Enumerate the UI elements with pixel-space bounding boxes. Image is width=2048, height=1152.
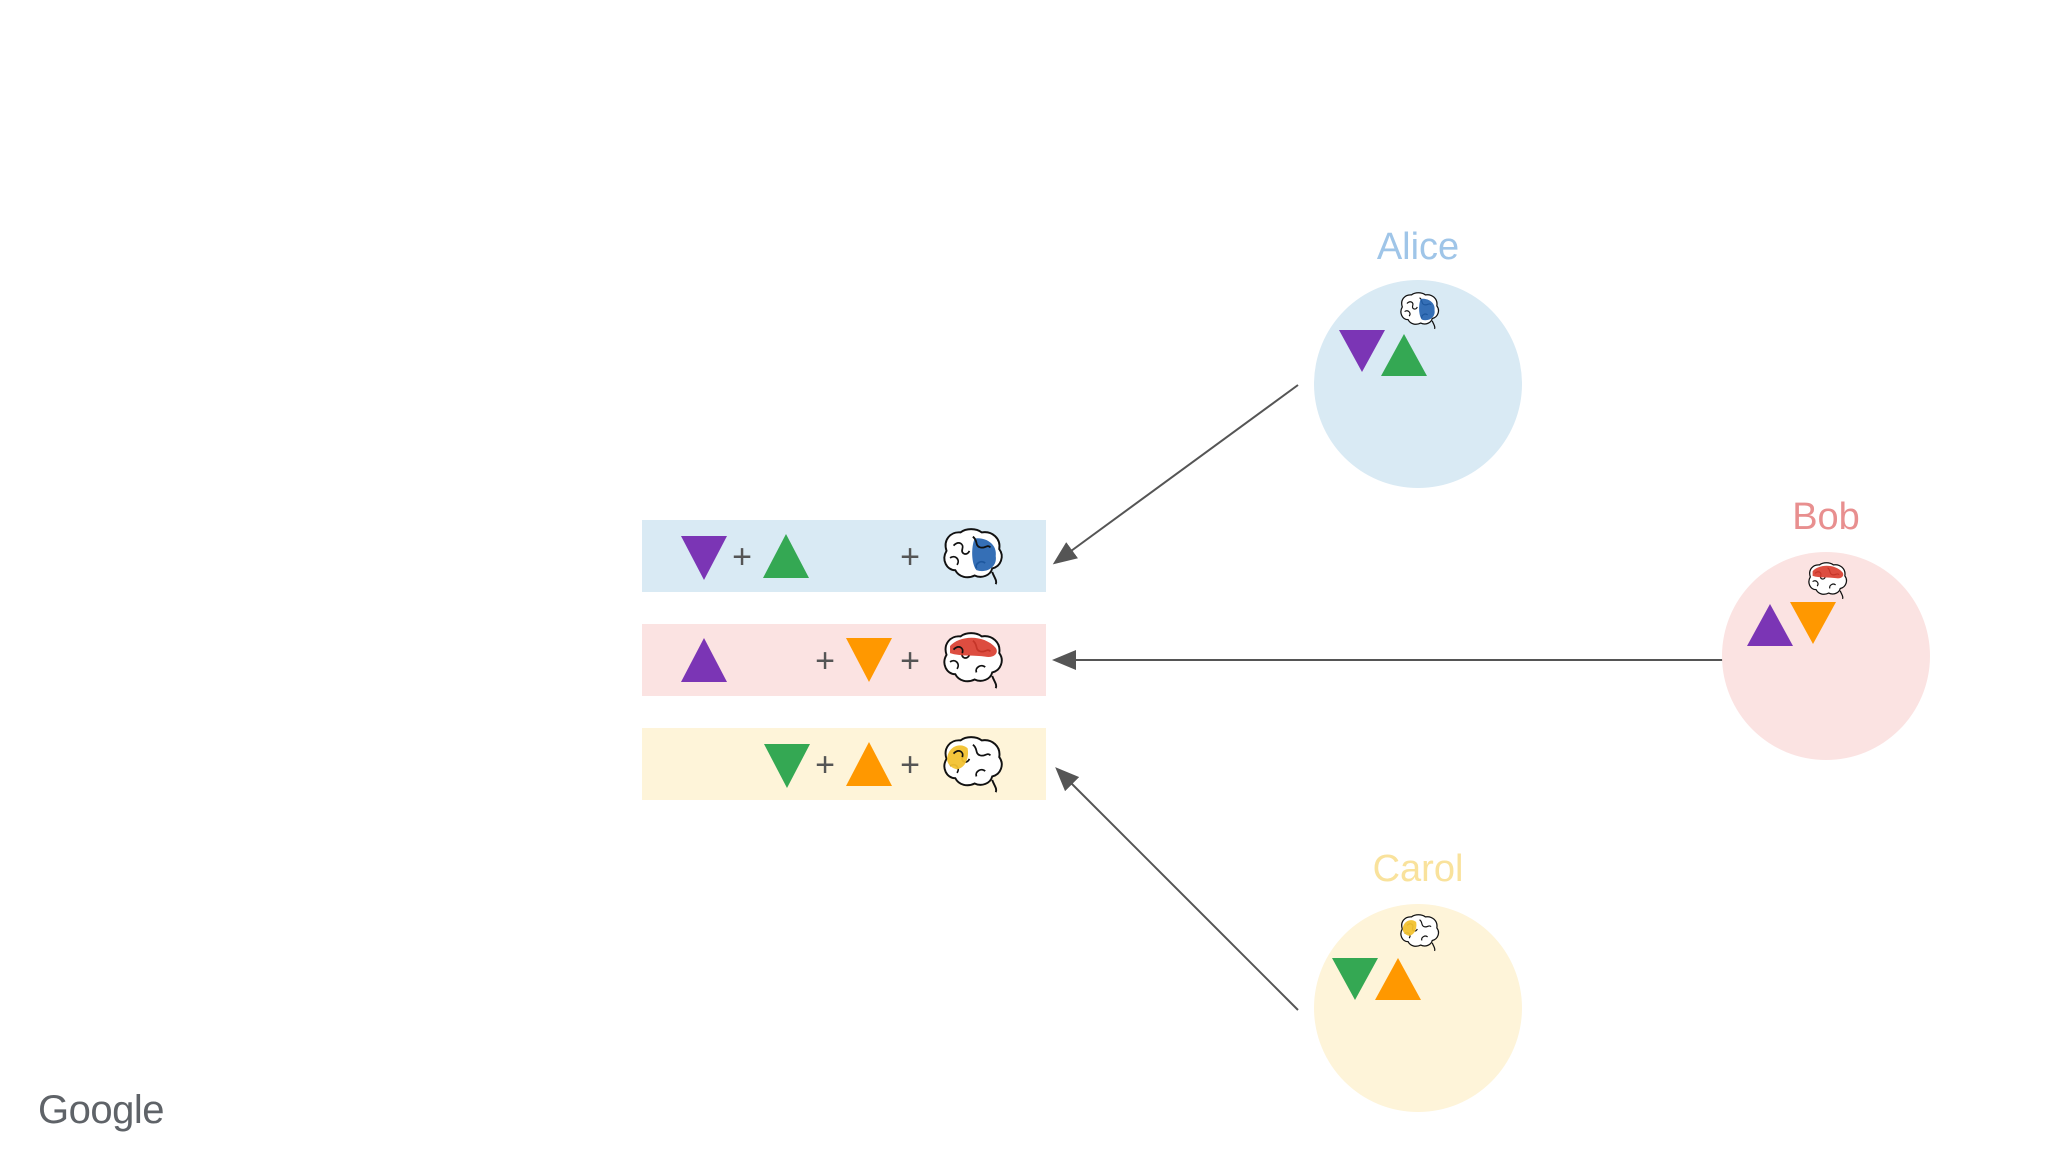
arrow-alice-to-row <box>1052 384 1299 565</box>
plus-sign: + <box>815 642 835 680</box>
party-label-carol: Carol <box>1372 848 1464 890</box>
plus-sign: + <box>900 746 920 784</box>
google-logo: Google <box>38 1088 164 1132</box>
purple-up-triangle-icon <box>681 638 727 682</box>
party-label-bob: Bob <box>1792 496 1860 538</box>
plus-sign: + <box>815 746 835 784</box>
plus-sign: + <box>900 642 920 680</box>
orange-down-triangle-icon <box>1790 602 1836 644</box>
row-carol: + + <box>642 728 1046 800</box>
brain-icon-bob <box>1808 562 1848 600</box>
party-label-alice: Alice <box>1376 226 1460 268</box>
green-up-triangle-icon <box>763 534 809 578</box>
brain-icon-alice <box>1400 292 1440 330</box>
green-down-triangle-icon <box>1332 958 1378 1000</box>
plus-sign: + <box>900 538 920 576</box>
row-alice: + + <box>642 520 1046 592</box>
green-up-triangle-icon <box>1381 334 1427 376</box>
orange-down-triangle-icon <box>846 638 892 682</box>
red-brain-icon <box>943 632 1003 690</box>
plus-sign: + <box>732 538 752 576</box>
blue-brain-icon <box>943 528 1003 586</box>
orange-up-triangle-icon <box>846 742 892 786</box>
brain-icon-carol <box>1400 914 1440 952</box>
purple-down-triangle-icon <box>681 536 727 580</box>
yellow-brain-icon <box>943 736 1003 794</box>
purple-up-triangle-icon <box>1747 604 1793 646</box>
purple-down-triangle-icon <box>1339 330 1385 372</box>
arrow-carol-to-row <box>1055 767 1299 1011</box>
orange-up-triangle-icon <box>1375 958 1421 1000</box>
green-down-triangle-icon <box>764 744 810 788</box>
row-bob: + + <box>642 624 1046 696</box>
